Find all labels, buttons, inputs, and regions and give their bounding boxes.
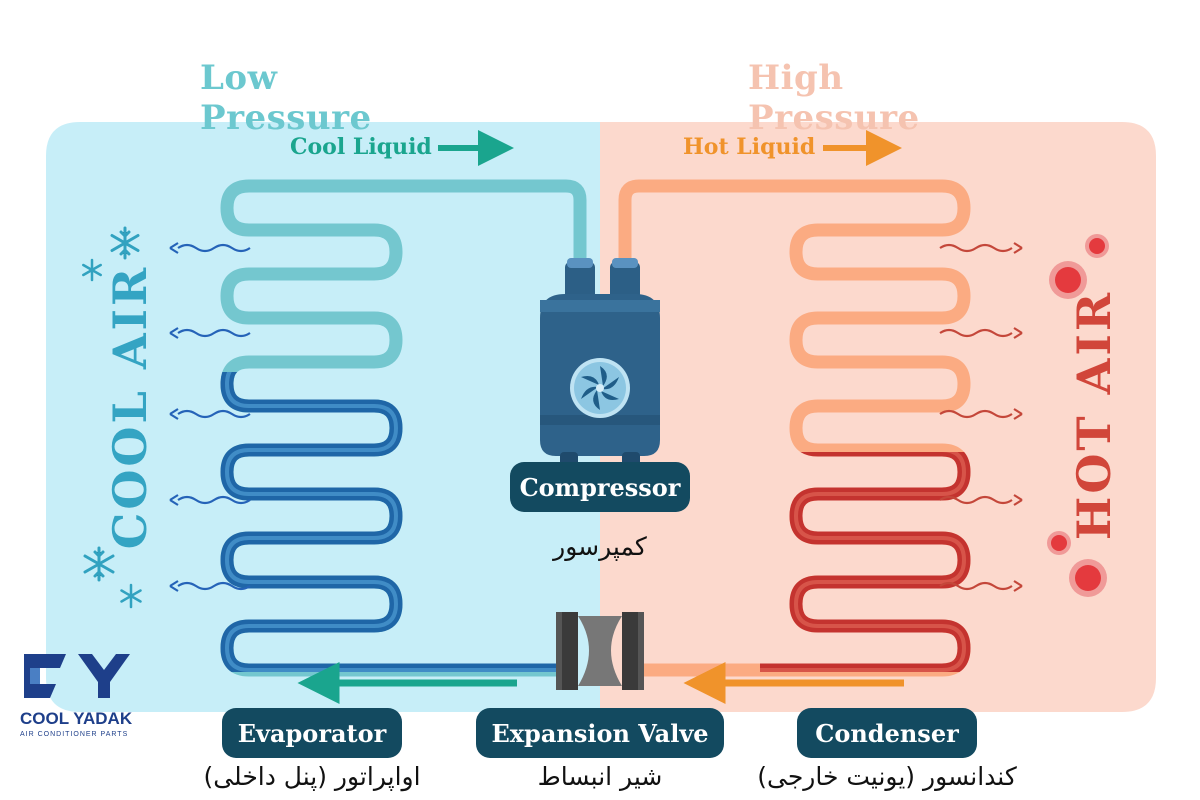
heat-dot-icon [1085, 234, 1109, 258]
compressor-label: Compressor [510, 462, 690, 512]
heat-dot-icon [1069, 559, 1107, 597]
cool-liquid-label: Cool Liquid [290, 134, 432, 160]
compressor-graphic [540, 258, 660, 468]
heat-dot-icon [1049, 261, 1087, 299]
cool-air-waves [169, 242, 251, 592]
snowflake-icon [120, 583, 142, 609]
logo-name: COOL YADAK [20, 709, 133, 728]
hot-air-waves [939, 242, 1023, 592]
hot-liquid-label: Hot Liquid [683, 134, 816, 160]
condenser-label: Condenser [797, 708, 977, 758]
low-pressure-panel [46, 122, 600, 712]
evaporator-label-fa: اواپراتور (پنل داخلی) [203, 762, 421, 791]
cool-yadak-logo-mark [24, 654, 130, 698]
logo-subtitle: AIR CONDITIONER PARTS [20, 731, 129, 738]
snowflake-icon [110, 226, 140, 260]
cool-air-label: COOL AIR [103, 264, 157, 550]
condenser-label-fa: کندانسور (یونیت خارجی) [757, 762, 1017, 791]
expansion-valve-label-fa: شیر انبساط [537, 762, 663, 791]
hot-air-label: HOT AIR [1067, 289, 1121, 541]
snowflake-icon [82, 258, 102, 282]
fan-icon [581, 366, 619, 410]
heat-dot-icon [1047, 531, 1071, 555]
evaporator-label: Evaporator [222, 708, 402, 758]
expansion-valve-graphic [556, 612, 644, 690]
high-pressure-panel [600, 122, 1156, 712]
compressor-label-fa: کمپرسور [553, 532, 647, 561]
snowflake-icon [83, 546, 115, 582]
high-pressure-title: High Pressure [748, 58, 920, 138]
expansion-valve-label: Expansion Valve [476, 708, 724, 758]
low-pressure-title: Low Pressure [200, 58, 372, 138]
